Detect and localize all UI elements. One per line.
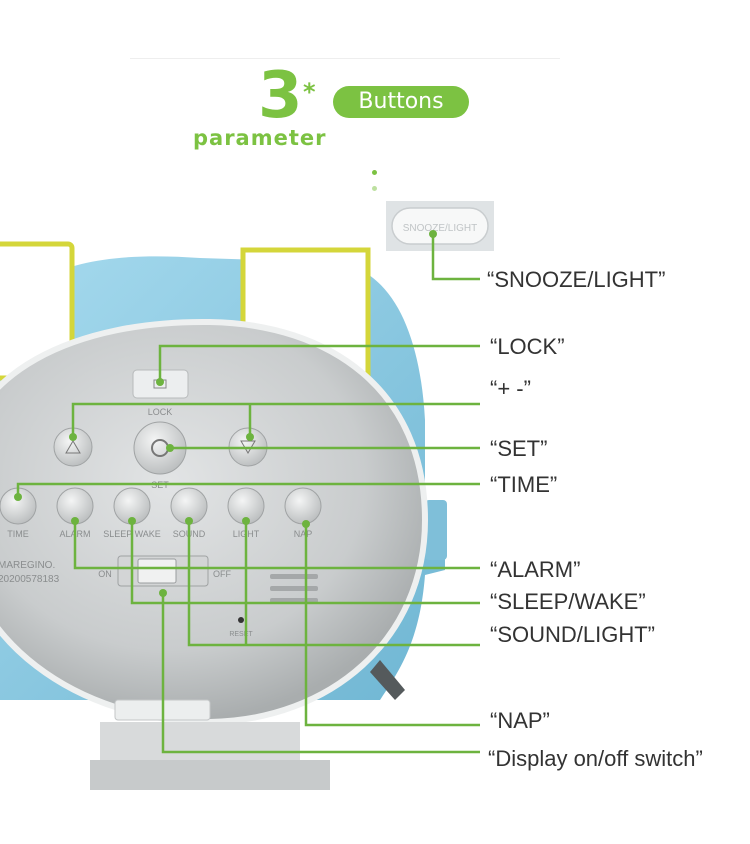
leader-display-switch	[161, 593, 480, 754]
device-rim	[0, 318, 429, 726]
up-triangle-icon	[65, 440, 81, 454]
callout-display-switch: “Display on/off switch”	[488, 746, 703, 771]
speaker-slot	[270, 574, 318, 579]
function-buttons	[0, 487, 322, 525]
callout-alarm: “ALARM”	[490, 557, 581, 582]
device-stand	[100, 722, 300, 770]
callout-nap: “NAP”	[490, 708, 550, 733]
top-divider	[130, 58, 560, 59]
callout-sleep-wake: “SLEEP/WAKE”	[490, 589, 646, 614]
callout-sound-light: “SOUND/LIGHT”	[490, 622, 655, 647]
button-text-nap: NAP	[294, 529, 313, 539]
reset-text: RESET	[229, 631, 253, 638]
decor-dot	[372, 170, 377, 175]
switch-on-text: ON	[98, 569, 112, 579]
leader-dots	[14, 230, 437, 597]
decor-dot	[372, 186, 377, 191]
header-number: 3	[258, 59, 303, 133]
model-line-1: MAREGINO.	[0, 560, 55, 571]
header-badge: Buttons	[333, 86, 469, 118]
callout-lock: “LOCK”	[490, 334, 565, 359]
leader-lines	[16, 234, 480, 754]
switch-off-text: OFF	[213, 569, 231, 579]
callout-plus-minus: “+ -”	[490, 376, 531, 401]
leader-alarm	[73, 521, 480, 570]
side-tab	[425, 500, 447, 560]
display-switch-knob	[137, 558, 177, 584]
header-subtitle: parameter	[193, 126, 327, 150]
lock-text: LOCK	[148, 407, 173, 417]
leader-lock	[158, 344, 480, 382]
callout-snooze-light: “SNOOZE/LIGHT”	[487, 267, 666, 292]
nap-button-photo	[284, 487, 322, 525]
callout-set: “SET”	[490, 436, 548, 461]
model-line-2: 20200578183	[0, 574, 60, 585]
device-base	[90, 760, 330, 790]
leader-sleep-wake	[130, 521, 480, 605]
button-text-time: TIME	[7, 529, 29, 539]
leader-plus-minus-left	[71, 402, 480, 437]
leader-time	[16, 482, 480, 497]
snooze-button-photo: SNOOZE/LIGHT	[386, 201, 494, 251]
leader-snooze	[431, 234, 480, 281]
leader-nap	[304, 524, 480, 727]
leader-sound-light	[187, 521, 480, 647]
reset-hole	[238, 617, 244, 623]
speaker-slot	[270, 586, 318, 591]
side-port	[370, 660, 405, 700]
snooze-button-text: SNOOZE/LIGHT	[403, 223, 477, 234]
callout-time: “TIME”	[490, 472, 558, 497]
header-star: *	[303, 78, 316, 106]
device-body	[0, 321, 425, 722]
